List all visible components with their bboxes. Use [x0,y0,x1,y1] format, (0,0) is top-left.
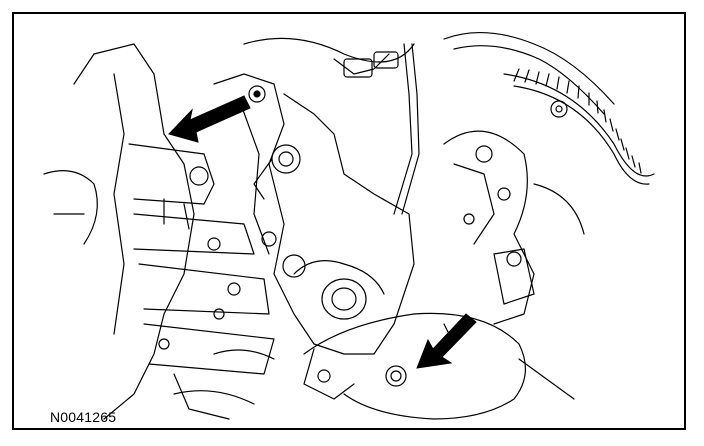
upper-bolt [248,85,266,103]
transmission-housing [443,130,585,325]
starter-motor [173,312,575,420]
arrow-pointer-icon [168,95,251,143]
starter-bracket [213,73,415,355]
tone-ring [503,68,655,185]
upper-bolt-center [253,90,261,98]
engine-line-drawing [43,32,655,420]
hoses [243,32,615,215]
figure-reference-code: N0041265 [50,409,117,425]
arrow-pointer-icon [416,313,477,369]
callout-layer [168,95,477,369]
diagram-frame: N0041265 [12,12,686,430]
